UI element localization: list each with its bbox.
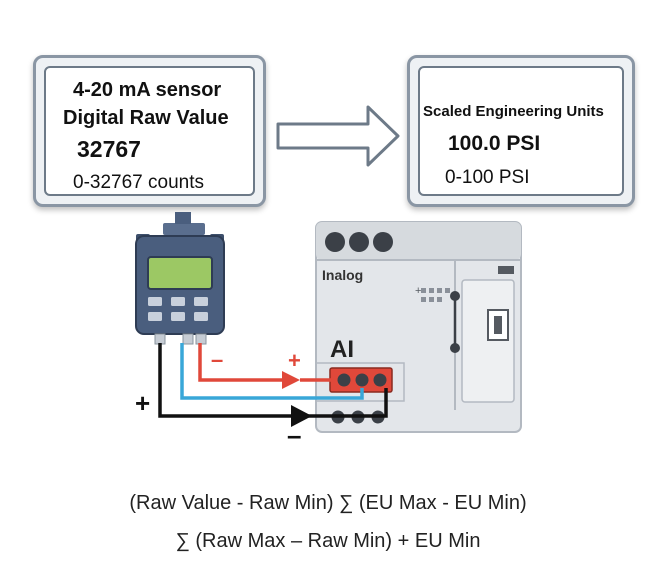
raw-value-panel-screen: 4-20 mA sensor Digital Raw Value 32767 0… [44,66,255,196]
red-wire [198,343,286,382]
raw-value-panel: 4-20 mA sensor Digital Raw Value 32767 0… [33,55,266,207]
sensor-title: 4-20 mA sensor [73,79,222,101]
plc-led-3 [373,232,393,252]
positive-terminal-label: + [135,388,150,418]
scaling-formula-line-1: (Raw Value - Raw Min) ∑ (EU Max - EU Min… [129,492,527,514]
blue-wire [180,343,364,400]
raw-value-heading: Digital Raw Value [63,107,229,129]
plc-module: + Inalog AI [315,221,522,433]
eu-range: 0-100 PSI [445,167,530,188]
analog-input-label: AI [330,336,354,363]
plc-positive-label: + [288,348,301,373]
raw-value-range: 0-32767 counts [73,172,204,193]
plc-led-1 [325,232,345,252]
sensor-negative-label: – [211,347,223,372]
black-wire-arrow-icon [291,405,312,427]
plc-terminal-plus-label: + [415,285,421,297]
black-wire [158,343,388,418]
red-wire-arrow-icon [282,371,300,389]
engineering-units-panel: Scaled Engineering Units 100.0 PSI 0-100… [407,55,635,207]
eu-value: 100.0 PSI [448,132,541,155]
sensor-device [135,212,225,345]
plc-led-2 [349,232,369,252]
sensor-lcd [147,256,213,290]
raw-value-number: 32767 [77,136,141,162]
conversion-arrow-icon [276,105,400,167]
scaling-formula-line-2: ∑ (Raw Max – Raw Min) + EU Min [175,530,481,552]
negative-terminal-label: – [287,420,301,450]
plc-brand-label: Inalog [322,267,363,283]
engineering-units-panel-screen: Scaled Engineering Units 100.0 PSI 0-100… [418,66,624,196]
eu-title: Scaled Engineering Units [423,103,604,120]
